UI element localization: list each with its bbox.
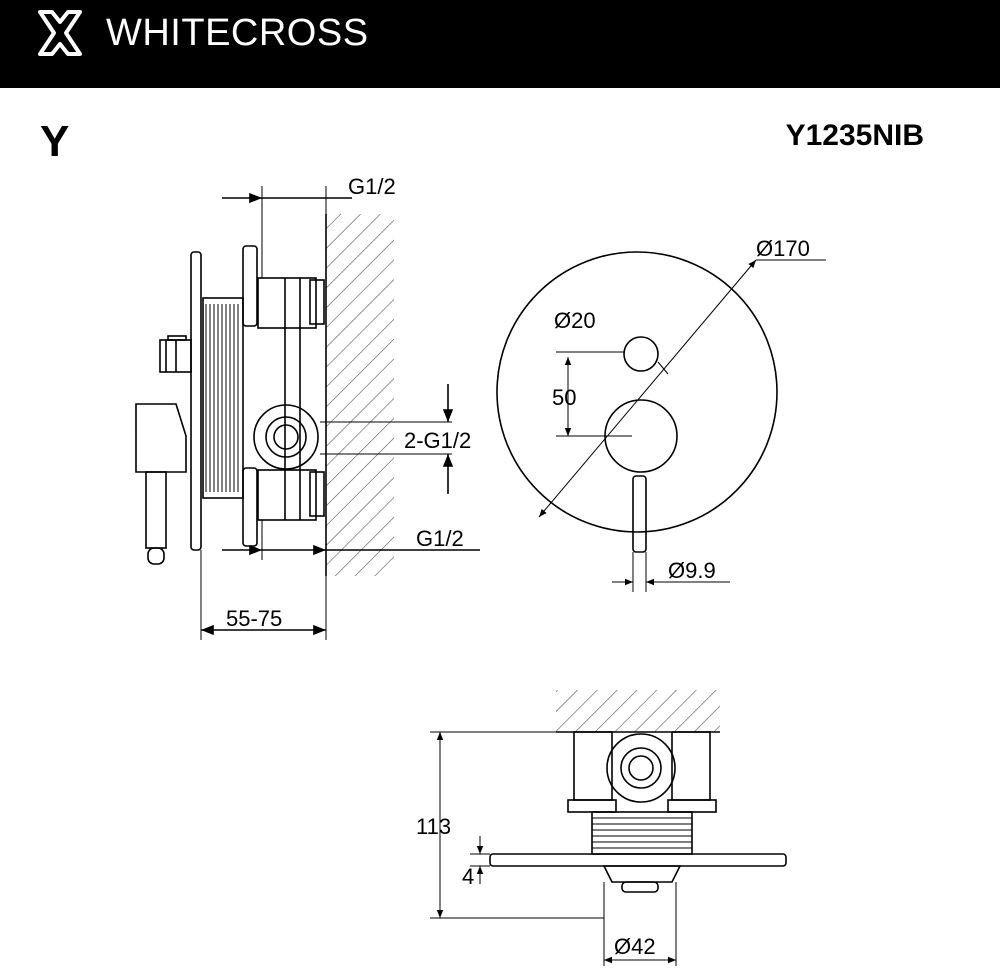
dim-bottom-height: 113 (416, 814, 451, 839)
dim-bottom-spout-diameter: Ø42 (614, 934, 656, 959)
series-letter: Y (40, 117, 70, 166)
cross-logo-icon (38, 10, 82, 56)
dim-front-spacing: 50 (552, 385, 576, 410)
dim-side-depth: 55-75 (226, 606, 282, 631)
model-code: Y1235NIB (785, 119, 924, 152)
brand-name: WHITECROSS (106, 12, 369, 54)
dim-front-plate-diameter: Ø170 (756, 236, 810, 261)
bottom-view (430, 690, 787, 966)
dim-side-bottom-thread: G1/2 (416, 526, 464, 551)
brand-header: WHITECROSS (0, 0, 1000, 88)
dim-bottom-plate-thickness: 4 (462, 864, 474, 889)
dim-front-lever-diameter: Ø9.9 (668, 558, 716, 583)
dim-side-outlets: 2-G1/2 (404, 428, 471, 453)
front-view (496, 251, 826, 592)
dim-front-knob-diameter: Ø20 (554, 308, 596, 333)
side-view (135, 186, 480, 640)
dim-side-top-thread: G1/2 (348, 174, 396, 199)
